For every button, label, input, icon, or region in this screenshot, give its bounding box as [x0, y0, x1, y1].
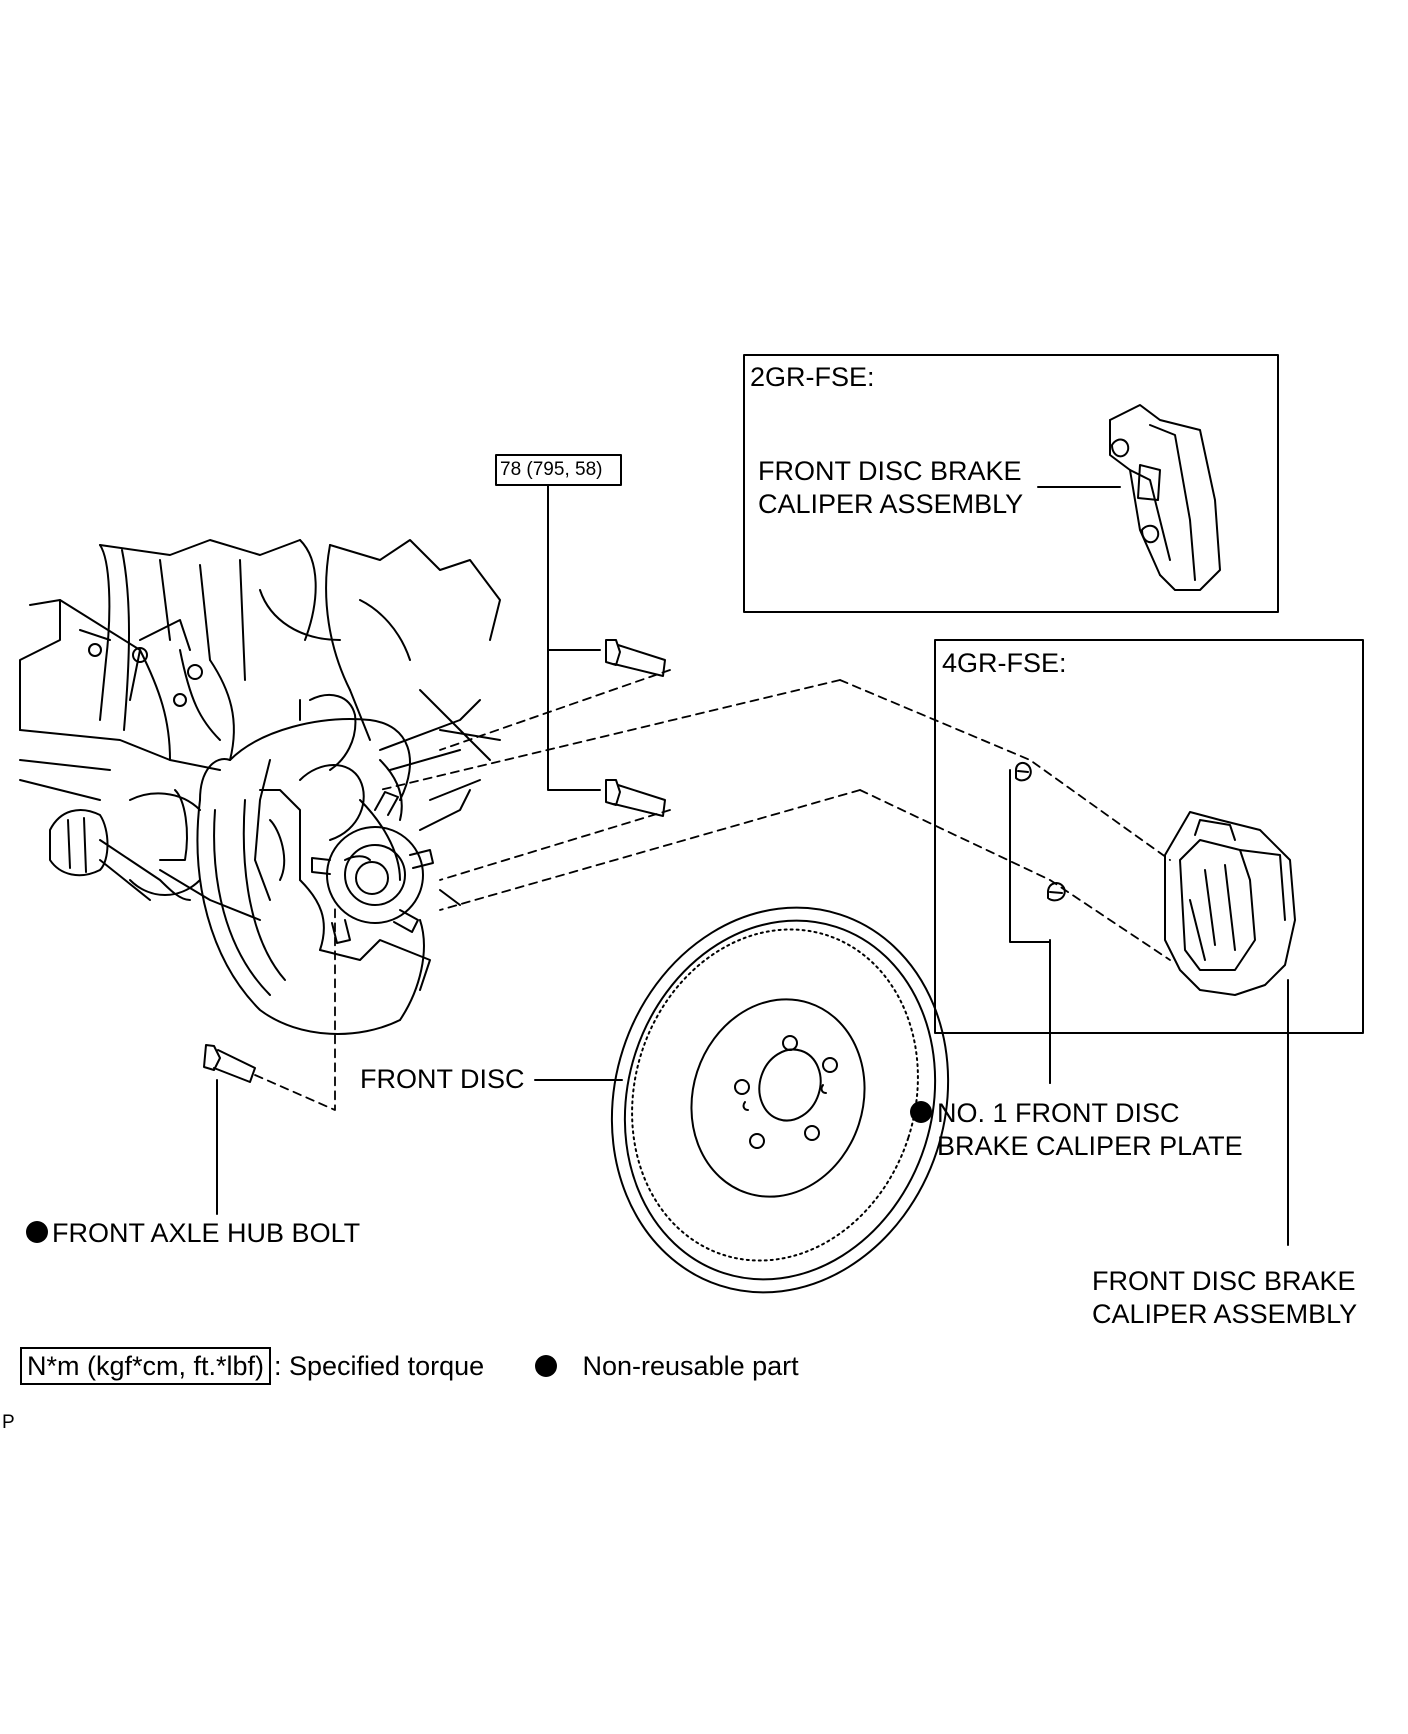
- legend-torque-unit-box: N*m (kgf*cm, ft.*lbf): [20, 1347, 272, 1385]
- caliper-plate-label-line1: NO. 1 FRONT DISC: [937, 1098, 1180, 1128]
- panel-4gr-fse-frame: [934, 639, 1364, 1246]
- steering-knuckle-assembly-illustration: [19, 539, 501, 1035]
- caliper-mounting-bolts-illustration: [203, 454, 666, 1215]
- legend-nonreusable-row: Non-reusable part: [535, 1350, 799, 1382]
- legend-nonreusable-dot-icon: [535, 1355, 557, 1377]
- panel-2gr-caliper-label-line2: CALIPER ASSEMBLY: [758, 489, 1024, 519]
- assembly-guide-lines: [254, 669, 1171, 1111]
- panel-2gr-engine-label: 2GR-FSE:: [750, 362, 875, 392]
- front-disc-label: FRONT DISC: [360, 1064, 525, 1094]
- nonreusable-dot-plate: [910, 1101, 932, 1123]
- torque-value-label: 78 (795, 58): [500, 459, 603, 480]
- caliper-plate-label-line2: BRAKE CALIPER PLATE: [937, 1131, 1243, 1161]
- panel-2gr-caliper-label-line1: FRONT DISC BRAKE: [758, 456, 1022, 486]
- caliper-assembly-label-line1: FRONT DISC BRAKE: [1092, 1266, 1356, 1296]
- corner-mark: P: [2, 1412, 15, 1433]
- front-disc-rotor-illustration: [534, 906, 950, 1294]
- caliper-assembly-label-line2: CALIPER ASSEMBLY: [1092, 1299, 1358, 1329]
- panel-4gr-engine-label: 4GR-FSE:: [942, 648, 1067, 678]
- hub-bolt-label: FRONT AXLE HUB BOLT: [52, 1218, 361, 1248]
- nonreusable-dot-hub-bolt: [26, 1221, 48, 1243]
- legend-nonreusable-description: Non-reusable part: [582, 1351, 799, 1381]
- non-reusable-marks: [26, 1101, 932, 1243]
- legend-torque-description: : Specified torque: [274, 1351, 485, 1381]
- panel-2gr-fse-frame: [743, 354, 1279, 613]
- torque-value-box: [495, 454, 622, 486]
